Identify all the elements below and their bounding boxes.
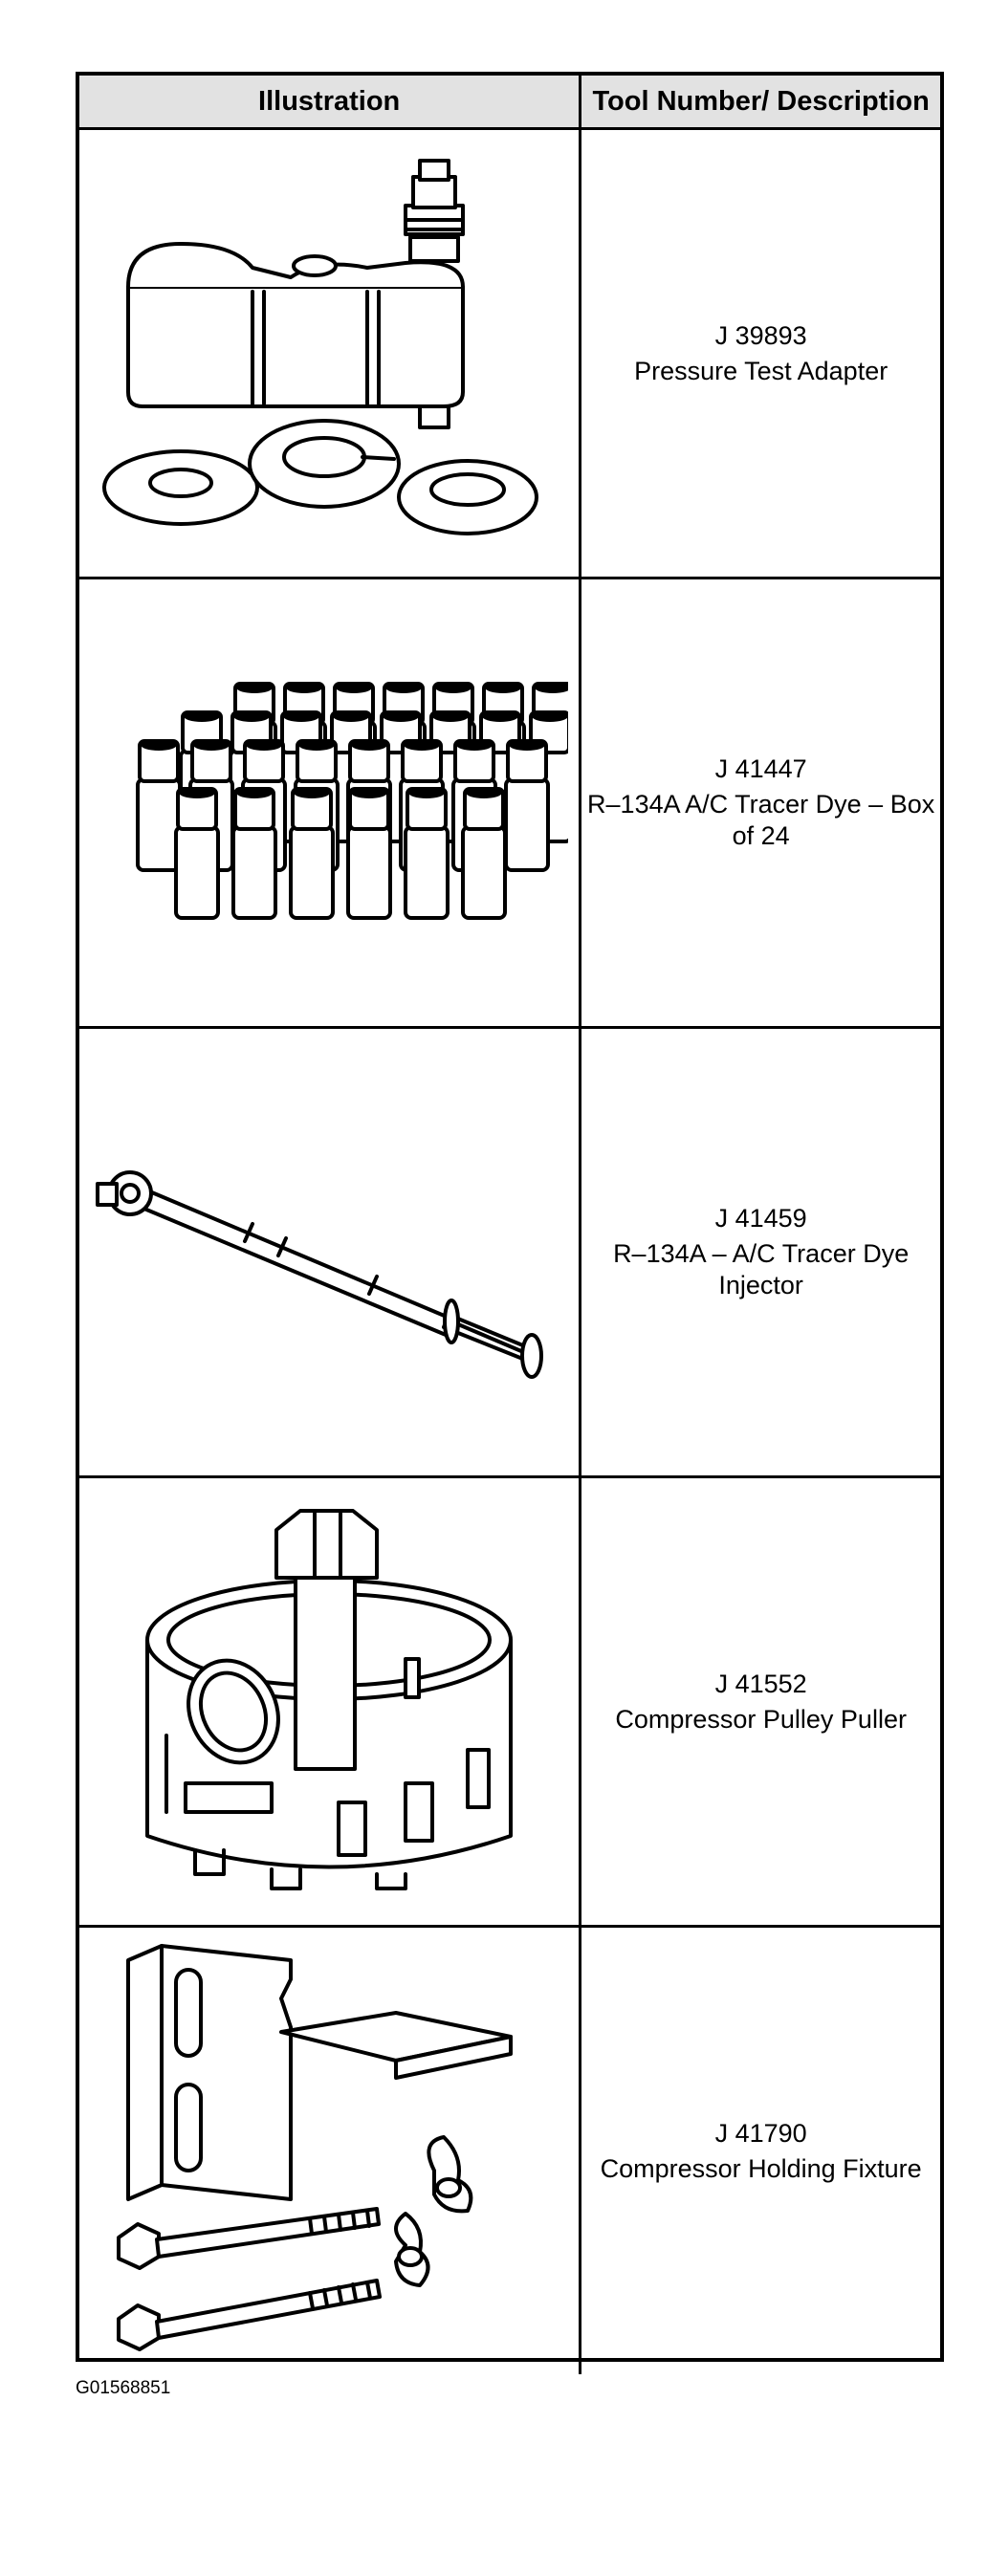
tool-description: R–134A A/C Tracer Dye – Box of 24 — [587, 790, 935, 850]
table-row: J 41447 R–134A A/C Tracer Dye – Box of 2… — [79, 577, 940, 1029]
vial-top — [509, 738, 546, 751]
vial-body — [289, 824, 336, 920]
vial-top — [141, 738, 178, 751]
illustration-cell — [79, 127, 582, 579]
vial-top — [184, 709, 221, 722]
vial-body — [504, 776, 551, 872]
tool-number: J 41790 — [714, 2118, 807, 2148]
vial-top — [456, 738, 494, 751]
table-header-row: Illustration Tool Number/ Description — [79, 76, 940, 130]
tool-number: J 39893 — [714, 320, 807, 350]
tool-description: Compressor Holding Fixture — [600, 2153, 922, 2183]
tools-table: Illustration Tool Number/ Description — [79, 76, 940, 2374]
vial-top — [298, 738, 336, 751]
illustration-cell — [79, 1925, 582, 2374]
tool-description-cell: J 41459 R–134A – A/C Tracer Dye Injector — [579, 1026, 940, 1478]
vial-top — [432, 709, 470, 722]
figure-id: G01568851 — [76, 2378, 171, 2398]
table-row: J 41552 Compressor Pulley Puller — [79, 1475, 940, 1928]
vial-top — [294, 786, 331, 798]
tool-description-cell: J 41552 Compressor Pulley Puller — [579, 1475, 940, 1928]
tool-description-cell: J 41447 R–134A A/C Tracer Dye – Box of 2… — [579, 577, 940, 1029]
vial-top — [286, 681, 323, 693]
vial-top — [193, 738, 230, 751]
tracer-dye-injector-icon — [96, 1169, 544, 1379]
vial-top — [532, 709, 569, 722]
tool-description: Compressor Pulley Puller — [615, 1704, 907, 1734]
vial-top — [485, 681, 522, 693]
illustration-cell — [79, 1026, 582, 1478]
vial-body — [174, 824, 221, 920]
vial-top — [236, 786, 274, 798]
tool-description-cell: J 41790 Compressor Holding Fixture — [579, 1925, 940, 2374]
tool-number: J 41447 — [714, 754, 807, 783]
vial-top — [482, 709, 519, 722]
vial-body — [404, 824, 450, 920]
vial-body — [461, 824, 508, 920]
vial-top — [351, 786, 388, 798]
tool-description: Pressure Test Adapter — [634, 356, 888, 385]
header-tool-description: Tool Number/ Description — [579, 76, 940, 130]
vial-top — [385, 681, 423, 693]
table-row: J 41790 Compressor Holding Fixture — [79, 1925, 940, 2374]
illustration-cell — [79, 577, 582, 1029]
table-row: J 39893 Pressure Test Adapter — [79, 127, 940, 579]
vial-top — [336, 681, 373, 693]
vial-top — [383, 709, 420, 722]
vial-top — [404, 738, 441, 751]
vial-body — [346, 824, 393, 920]
vial-body — [231, 824, 278, 920]
pulley-puller-icon — [145, 1508, 514, 1890]
illustration-cell — [79, 1475, 582, 1928]
tool-number: J 41552 — [714, 1669, 807, 1698]
vial-top — [333, 709, 370, 722]
vial-top — [283, 709, 320, 722]
vial-top — [233, 709, 271, 722]
tool-description-cell: J 39893 Pressure Test Adapter — [579, 127, 940, 579]
holding-fixture-icon — [117, 1943, 514, 2351]
vial-top — [435, 681, 472, 693]
header-illustration: Illustration — [79, 76, 582, 130]
special-tools-table: Illustration Tool Number/ Description — [76, 72, 944, 2374]
tracer-dye-box-icon — [136, 681, 569, 920]
pressure-test-adapter-icon — [102, 158, 539, 535]
vial-top — [351, 738, 388, 751]
vial-top — [179, 786, 216, 798]
tool-number: J 41459 — [714, 1204, 807, 1233]
table-row: J 41459 R–134A – A/C Tracer Dye Injector — [79, 1026, 940, 1478]
vial-top — [236, 681, 274, 693]
vial-top — [408, 786, 446, 798]
tool-description: R–134A – A/C Tracer Dye Injector — [613, 1239, 910, 1299]
vial-top — [246, 738, 283, 751]
vial-top — [466, 786, 503, 798]
vial-top — [535, 681, 569, 693]
vial-body — [136, 776, 183, 872]
